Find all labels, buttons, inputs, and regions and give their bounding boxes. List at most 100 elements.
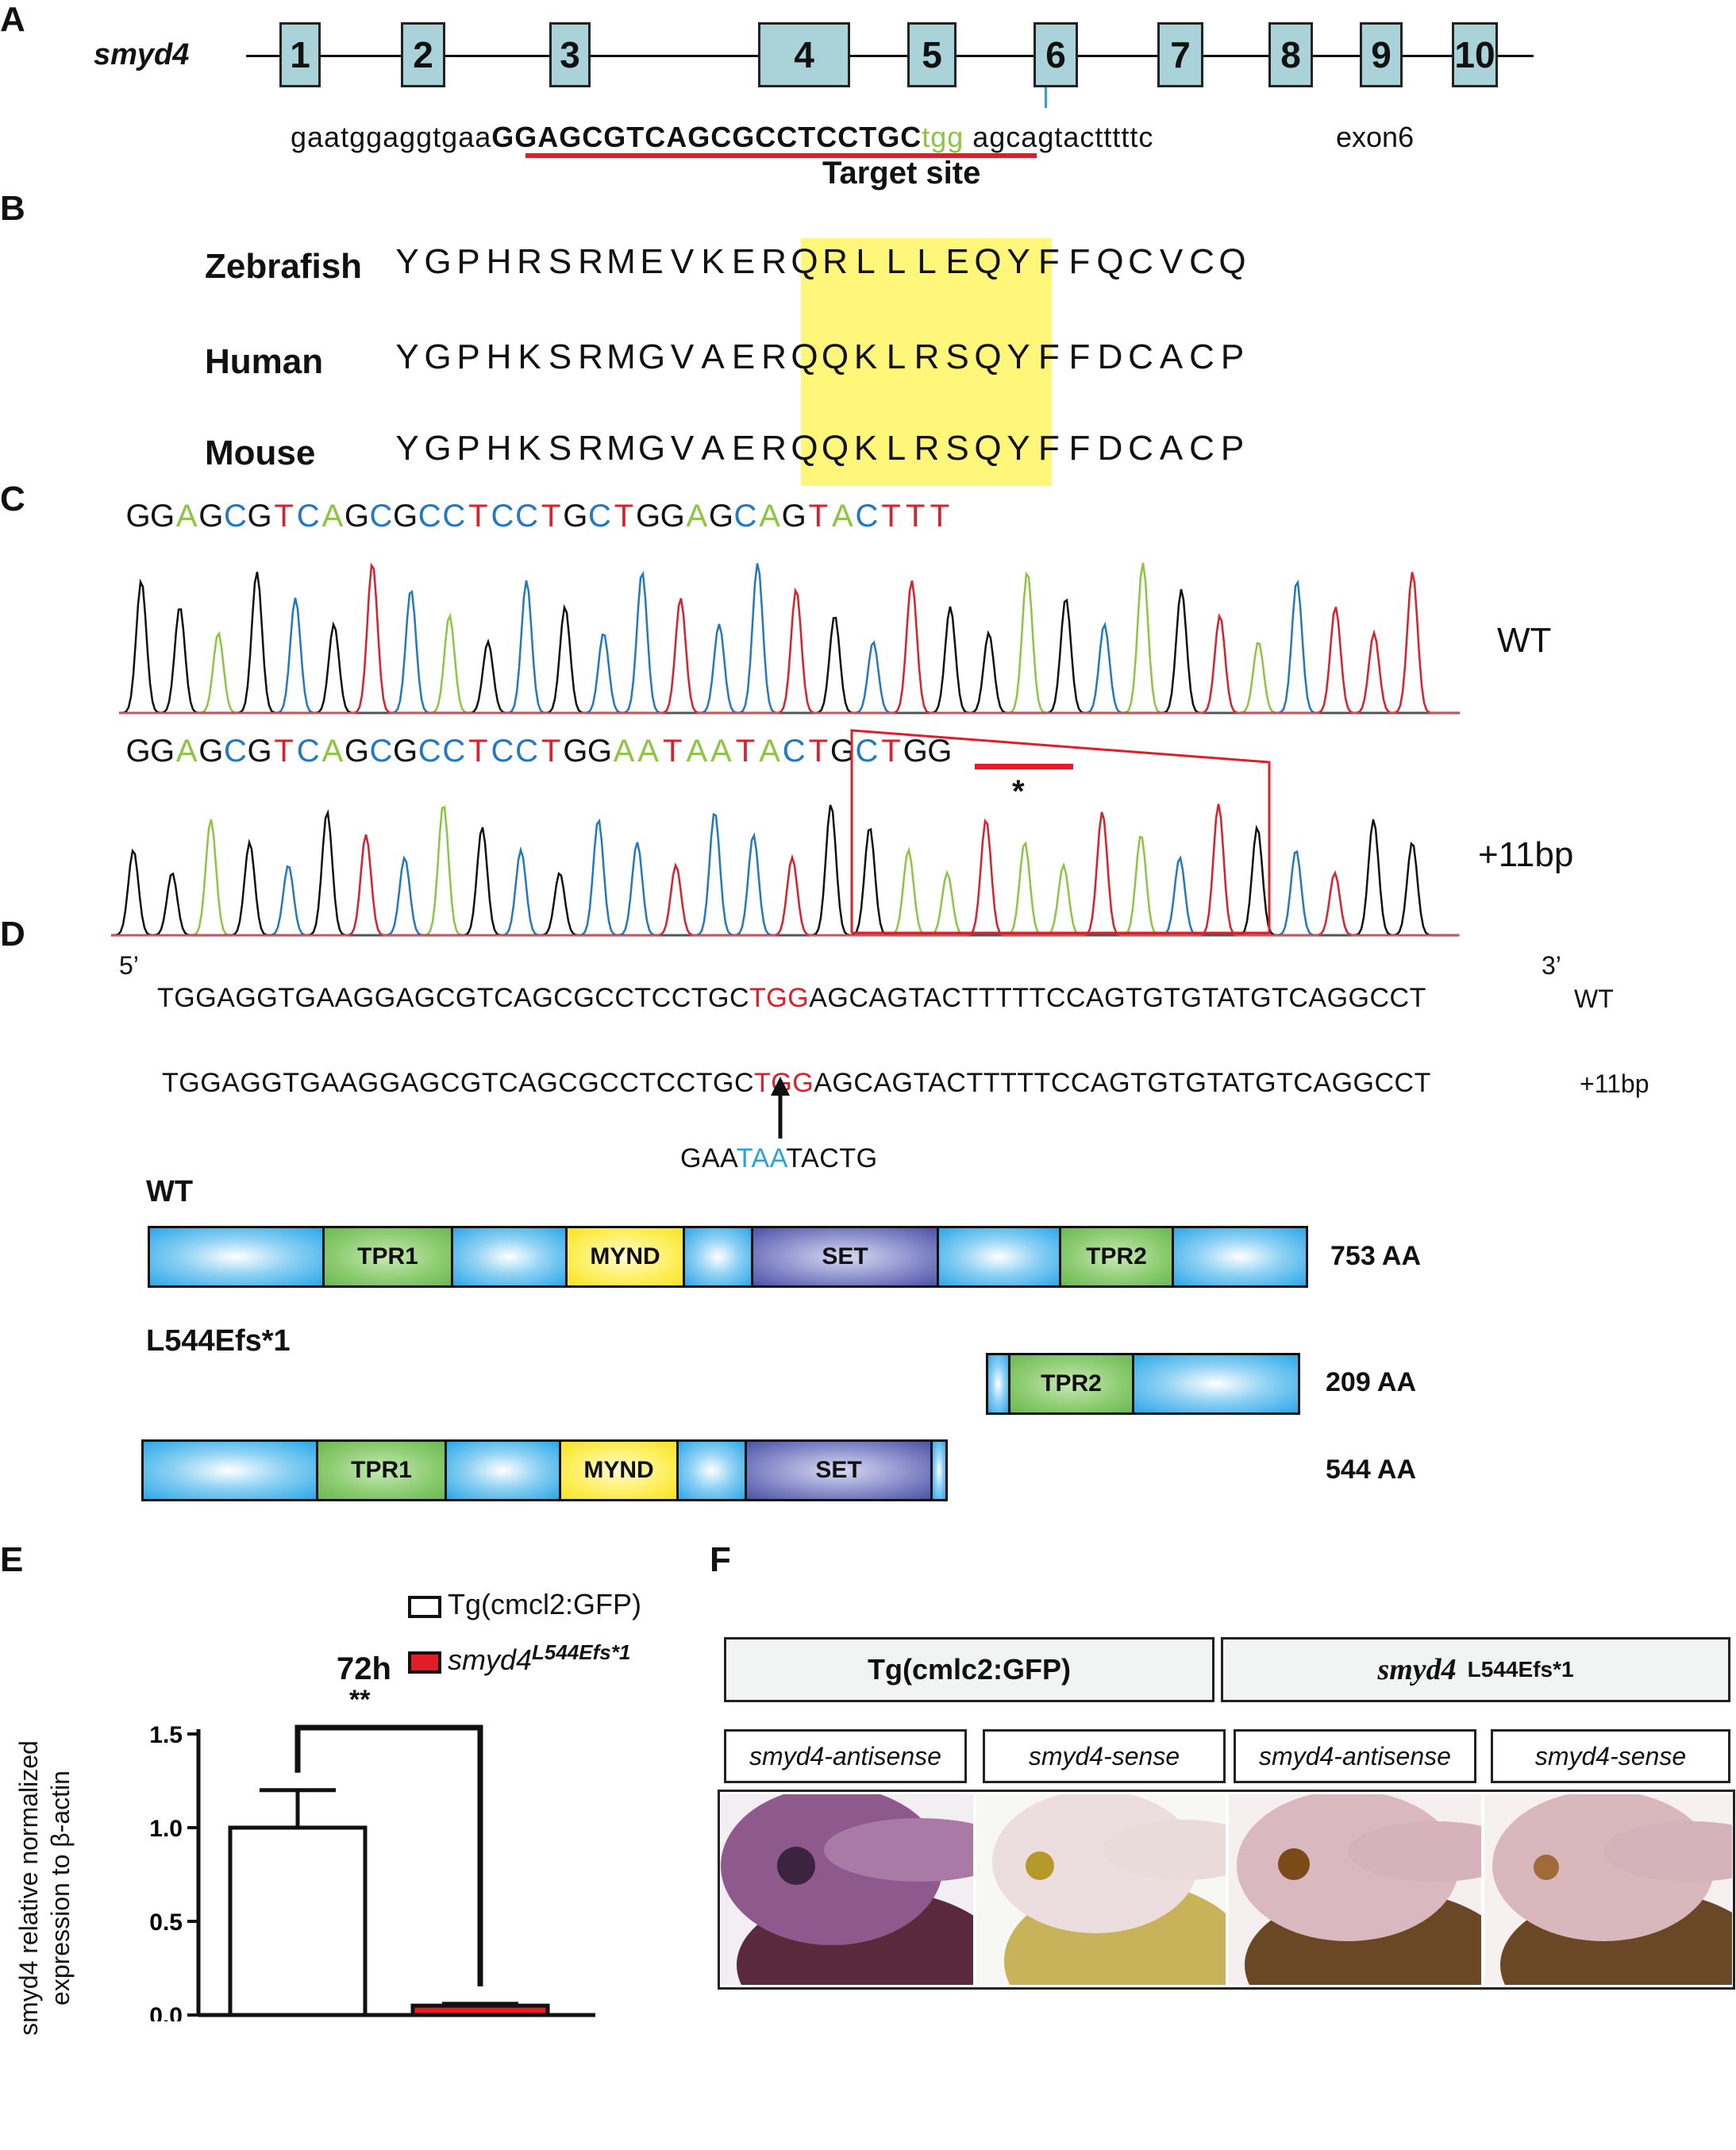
- target-underline: [525, 153, 1037, 158]
- residue: G: [637, 429, 666, 468]
- wt-trace-label: WT: [1497, 621, 1552, 660]
- exon-9: 9: [1360, 22, 1403, 87]
- wt-seg-4: [939, 1228, 1061, 1285]
- residue: A: [1159, 337, 1184, 376]
- residue: R: [517, 242, 542, 281]
- residue: C: [1128, 337, 1153, 376]
- target-site-label: Target site: [822, 156, 981, 191]
- frag1-seg-c: [1134, 1355, 1298, 1412]
- residue: R: [578, 242, 603, 281]
- basecall: C: [418, 499, 441, 534]
- residue: R: [761, 429, 787, 468]
- frag1-length: 209 AA: [1326, 1367, 1417, 1397]
- basecall: C: [491, 734, 514, 769]
- probe-label-2: smyd4-sense: [983, 1729, 1226, 1783]
- seq-target: GGAGCGTCAGCGCCTCCTGC: [491, 121, 922, 153]
- basecall: A: [710, 734, 732, 769]
- wt-sequence: TGGAGGTGAAGGAGCGTCAGCGCCTCCTGCTGGAGCAGTA…: [157, 983, 1426, 1014]
- gene-name: smyd4: [94, 38, 190, 71]
- wt-protein-bar: TPR1 MYND SET TPR2: [148, 1226, 1308, 1288]
- basecall: C: [515, 499, 539, 534]
- exon-3: 3: [549, 22, 591, 87]
- residue: A: [701, 429, 725, 468]
- basecall: C: [418, 734, 441, 769]
- residue: M: [606, 242, 636, 281]
- residue: M: [606, 429, 636, 468]
- residue: Q: [974, 242, 1002, 281]
- residue: M: [606, 337, 636, 376]
- wt-domain-tpr1: TPR1: [325, 1228, 453, 1285]
- basecall: G: [344, 499, 369, 534]
- residue: F: [1038, 337, 1060, 376]
- bar-control: [228, 1825, 368, 2017]
- basecall: T: [614, 499, 634, 534]
- basecall: C: [515, 734, 539, 769]
- residue: R: [822, 242, 848, 281]
- probe-label-4: smyd4-sense: [1491, 1729, 1730, 1783]
- wt-seq-part2: AGCAGTACTTTTTCCAGTGTGTATGTCAGGCCT: [809, 983, 1426, 1013]
- basecall: C: [442, 734, 466, 769]
- frag1-protein-bar: TPR2: [986, 1353, 1300, 1415]
- basecall: C: [223, 734, 247, 769]
- basecall: G: [344, 734, 369, 769]
- legend-swatch-mutant: [408, 1651, 441, 1674]
- residue: R: [761, 242, 787, 281]
- basecall: G: [927, 734, 953, 769]
- basecall: C: [369, 734, 393, 769]
- residue: Y: [395, 337, 419, 376]
- exon-5: 5: [907, 22, 957, 87]
- wt-length: 753 AA: [1330, 1241, 1422, 1271]
- residue: S: [548, 242, 572, 281]
- conserved-highlight: [801, 238, 1052, 486]
- basecall: A: [686, 734, 708, 769]
- panel-label-e: E: [0, 1540, 24, 1579]
- embryo-image-frame: [718, 1790, 1735, 1990]
- residue: R: [914, 429, 940, 468]
- residue: K: [701, 242, 725, 281]
- y-tick-label: 0.5: [149, 1909, 183, 1936]
- bar-mutant: [410, 2003, 550, 2017]
- residue: A: [701, 337, 725, 376]
- legend-label-control: Tg(cmcl2:GFP): [448, 1588, 642, 1620]
- wt-seg-c: [1174, 1228, 1306, 1285]
- frag1-domain-tpr2: TPR2: [1010, 1355, 1134, 1412]
- frag1-seg-n: [988, 1355, 1010, 1412]
- residue: L: [886, 337, 906, 376]
- residue: K: [853, 429, 878, 468]
- basecall: C: [296, 734, 320, 769]
- exon-1: 1: [279, 22, 321, 87]
- frag2-seg-c: [933, 1442, 945, 1499]
- basecall: T: [662, 734, 683, 769]
- insertion-sequence: GAATAATACTG: [680, 1143, 878, 1174]
- basecall: T: [881, 499, 901, 534]
- wt-seg-2: [453, 1228, 568, 1285]
- species-mouse: Mouse: [205, 433, 316, 472]
- three-prime-end: 3’: [1542, 951, 1561, 980]
- residue: Y: [1007, 242, 1030, 281]
- mutant-trace-label: +11bp: [1478, 835, 1574, 874]
- frag2-length: 544 AA: [1326, 1455, 1417, 1485]
- residue: Q: [791, 242, 818, 281]
- embryo-image-mutant-sense: [1484, 1794, 1732, 1985]
- basecall: G: [636, 499, 661, 534]
- residue: Y: [1007, 337, 1030, 376]
- y-tick-label: 1.5: [149, 1722, 183, 1748]
- basecall: G: [150, 734, 175, 769]
- wt-seq-label: WT: [1574, 984, 1614, 1013]
- wt-seg-3: [685, 1228, 753, 1285]
- residue: Q: [1096, 242, 1124, 281]
- residue: E: [640, 242, 664, 281]
- basecall: G: [903, 734, 928, 769]
- y-axis-label-line1: smyd4 relative normalized: [14, 1740, 43, 2036]
- residue: P: [456, 242, 480, 281]
- residue: S: [548, 337, 572, 376]
- y-tick-label: 0.0: [149, 2003, 183, 2021]
- insert-part1: GAA: [680, 1143, 737, 1173]
- frag2-domain-mynd: MYND: [561, 1442, 679, 1499]
- residue: L: [886, 242, 906, 281]
- residue: E: [731, 337, 756, 376]
- residue: L: [856, 242, 876, 281]
- basecall: A: [637, 734, 659, 769]
- wt-seg-n: [150, 1228, 325, 1285]
